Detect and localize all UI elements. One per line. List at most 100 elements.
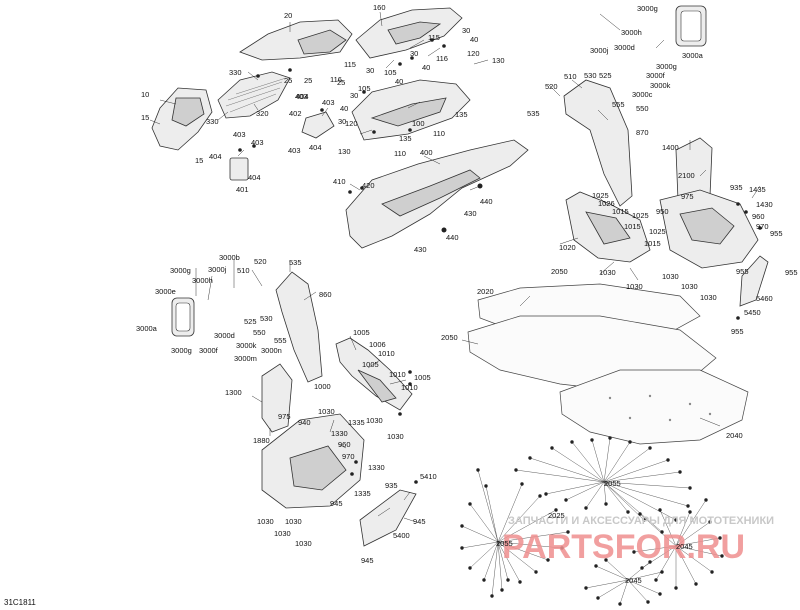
callout: 1300 <box>225 388 242 397</box>
callout: 1030 <box>681 282 698 291</box>
rivet-dot <box>590 438 594 442</box>
rivet-dot <box>688 510 692 514</box>
callout: 510 <box>237 266 250 275</box>
callout: 1026 <box>598 199 615 208</box>
callout: 130 <box>492 56 505 65</box>
callout: 30 <box>366 66 374 75</box>
callout: 404 <box>248 173 261 182</box>
callout: 3000j <box>208 265 227 274</box>
callout: 1030 <box>295 539 312 548</box>
callout: 1010 <box>378 349 395 358</box>
floor-tray-940 <box>261 413 365 509</box>
leader-ray <box>603 441 631 483</box>
rivet-dot <box>708 520 712 524</box>
callout: 25 <box>304 76 312 85</box>
mirror-3000a-top <box>675 5 707 47</box>
callout: 3000d <box>614 43 635 52</box>
rivet-dot <box>500 588 504 592</box>
callout: 20 <box>284 11 292 20</box>
callout: 3000g <box>170 266 191 275</box>
rivet-dot <box>594 564 598 568</box>
callout: 530 <box>260 314 273 323</box>
callout: 940 <box>298 418 311 427</box>
callout: 3000f <box>646 71 666 80</box>
callout: 1335 <box>348 418 365 427</box>
grille-320 <box>217 71 291 119</box>
leader-ray <box>675 545 723 557</box>
leader-ray <box>603 481 677 521</box>
callout: 1880 <box>253 436 270 445</box>
leader-ray <box>585 481 605 509</box>
callout: 135 <box>399 134 412 143</box>
rivet-dot <box>518 580 522 584</box>
callout: 403 <box>251 138 264 147</box>
rivet-dot <box>604 558 608 562</box>
callout: 403 <box>233 130 246 139</box>
leader-ray <box>461 525 499 543</box>
rivet-dot <box>482 578 486 582</box>
leader-lines <box>149 11 761 523</box>
callout: 15 <box>141 113 149 122</box>
rivet-dot <box>584 586 588 590</box>
rivet-dot <box>546 558 550 562</box>
callout: 30 <box>350 91 358 100</box>
callout: 1030 <box>626 282 643 291</box>
leader-ray <box>675 537 721 547</box>
callout: 404 <box>209 152 222 161</box>
rivet-dot <box>460 546 464 550</box>
callout: 403 <box>322 98 335 107</box>
leader-ray <box>603 447 651 483</box>
callout: 1335 <box>354 489 371 498</box>
callout: 330 <box>229 68 242 77</box>
starburst-2045-bottom <box>584 558 664 606</box>
callout: 401 <box>236 185 249 194</box>
callout: 1010 <box>401 383 418 392</box>
callout: 2050 <box>551 267 568 276</box>
callout: 40 <box>340 104 348 113</box>
callout: 110 <box>394 149 406 158</box>
leader-ray <box>497 509 557 543</box>
callout: 955 <box>731 327 744 336</box>
leader-ray <box>675 545 697 585</box>
callout: 40 <box>470 35 478 44</box>
rivet-dot <box>686 504 690 508</box>
callout: 5460 <box>756 294 773 303</box>
leader-ray <box>491 541 499 597</box>
leader-ray <box>497 531 569 543</box>
light-module-401 <box>229 157 249 181</box>
callout: 535 <box>289 258 302 267</box>
callout: 3000k <box>650 81 671 90</box>
callout: 1030 <box>274 529 291 538</box>
rivet-dot <box>566 530 570 534</box>
callout: 1330 <box>331 429 348 438</box>
callout: 403 <box>288 146 301 155</box>
callout: 2055 <box>604 479 621 488</box>
leader-ray <box>603 481 689 507</box>
rivet-dot <box>710 570 714 574</box>
callout: 440 <box>480 197 493 206</box>
leader-ray <box>639 513 677 547</box>
callout: 975 <box>278 412 291 421</box>
callout: 550 <box>636 104 649 113</box>
callout: 935 <box>385 481 398 490</box>
callout: 130 <box>338 147 351 156</box>
leader-ray <box>497 495 541 543</box>
callout: 1025 <box>632 211 649 220</box>
callout: 2100 <box>678 171 695 180</box>
leader-ray <box>603 481 691 489</box>
rivet-dot <box>584 506 588 510</box>
rivet-dot <box>570 440 574 444</box>
leader-ray <box>627 561 651 581</box>
rivet-dot <box>596 596 600 600</box>
callout: 1435 <box>749 185 766 194</box>
rivet-dot <box>460 524 464 528</box>
leader-ray <box>497 541 537 573</box>
callout: 1010 <box>389 370 406 379</box>
callout: 1030 <box>662 272 679 281</box>
rivet-dot <box>660 570 664 574</box>
callout: 1330 <box>368 463 385 472</box>
callout: 1005 <box>362 360 379 369</box>
watermark-logo: PARTSFOR.RU <box>502 528 745 566</box>
callout: 3000a <box>136 324 158 333</box>
callout: 402 <box>289 109 302 118</box>
